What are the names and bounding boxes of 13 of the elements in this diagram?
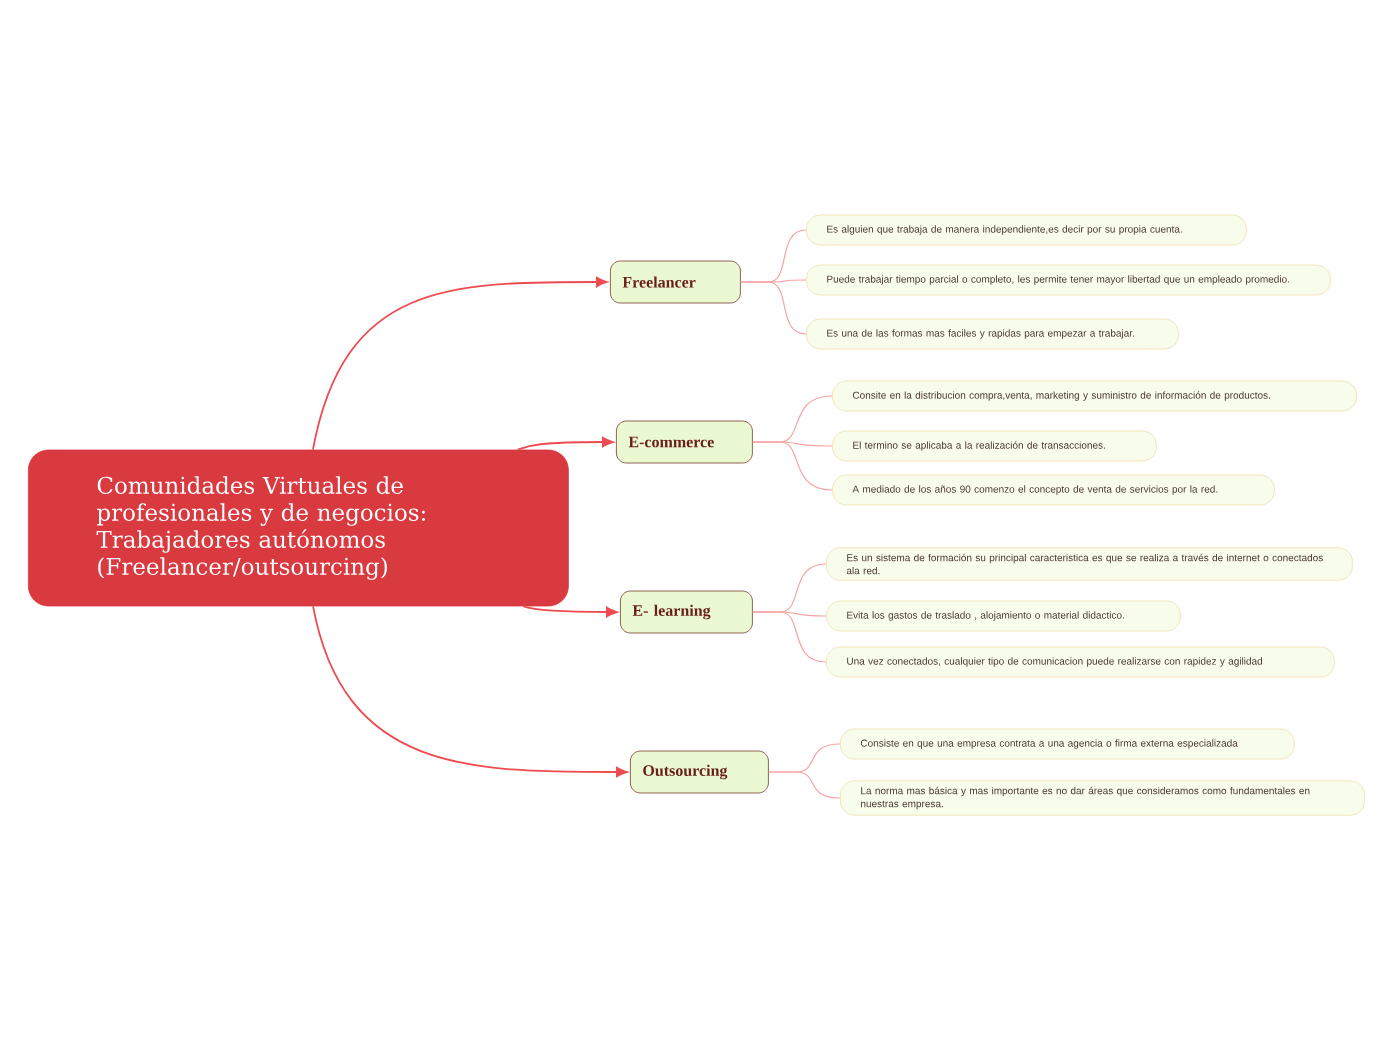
topic-box: Outsourcing xyxy=(630,750,769,794)
central-topic-box: Comunidades Virtuales de profesionales y de negocios: Trabajadores autónomos (Freelancer/outsourcing) xyxy=(28,449,569,607)
topic-box: E- learning xyxy=(620,590,753,634)
connector-line xyxy=(740,281,807,335)
connector-arrow xyxy=(312,605,628,778)
connector-line xyxy=(768,771,841,799)
connector-arrow xyxy=(516,436,614,451)
connector-line xyxy=(752,441,833,491)
connector-arrow xyxy=(312,276,608,451)
connector-arrow xyxy=(522,605,618,618)
connector-line xyxy=(752,611,827,663)
topic-box: E-commerce xyxy=(616,420,753,464)
topic-box: Freelancer xyxy=(610,260,741,304)
